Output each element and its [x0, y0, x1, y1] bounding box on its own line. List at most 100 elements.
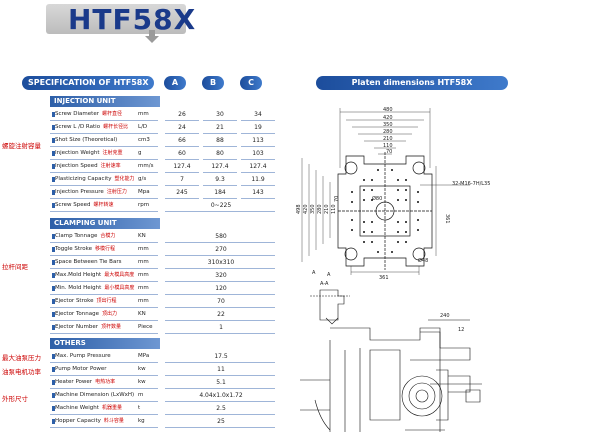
row-bullet [52, 190, 55, 195]
row-label-cn: 顶出行程 [96, 298, 117, 304]
dim-right-361: 361 [444, 214, 450, 224]
row-value-a: 60 [178, 150, 186, 157]
row-bullet [52, 325, 55, 330]
row-unit: Piece [138, 324, 153, 330]
row-value-b: 88 [216, 137, 224, 144]
row-value: 70 [217, 298, 225, 305]
row-label: Screw Speed [55, 202, 91, 208]
chevron-down-icon [145, 30, 159, 43]
dim-top-70: 70 [386, 149, 392, 155]
row-unit: MPa [138, 353, 150, 359]
row-label: Plasticizing Capacity [55, 176, 112, 182]
row-unit: KN [138, 233, 146, 239]
row-label: Ejector Tonnage [55, 311, 99, 317]
hole-label-80: Ø80 [372, 195, 382, 202]
row-unit: rpm [138, 202, 150, 208]
row-bullet [52, 203, 55, 208]
row-bullet [52, 177, 55, 182]
row-label: Machine Weight [55, 405, 99, 411]
row-unit: mm [138, 259, 149, 265]
row-value-c: 127.4 [249, 163, 267, 170]
row-unit: L/D [138, 124, 148, 130]
row-unit: mm [138, 298, 149, 304]
row-unit: Mpa [138, 189, 150, 195]
column-head-b: B [202, 76, 224, 90]
table-row: Machine Dimension (LxWxH) m 4.04x1.0x1.7… [50, 389, 275, 402]
table-row: Pump Motor Power kw 11 [50, 363, 275, 376]
row-value-a: 127.4 [173, 163, 191, 170]
page-title: HTF58X [68, 3, 197, 36]
row-value: 320 [215, 272, 227, 279]
row-value-c: 11.9 [251, 176, 265, 183]
row-label: Injection Weight [55, 150, 100, 156]
dim-top-110: 110 [383, 143, 393, 149]
row-unit: g/s [138, 176, 147, 182]
row-label-cn: 顶出力 [101, 311, 117, 317]
row-value: 4.04x1.0x1.72 [199, 392, 243, 399]
spec-header: SPECIFICATION OF HTF58X [22, 76, 154, 90]
row-label-cn: 最小模具高度 [104, 285, 135, 291]
row-value-a: 66 [178, 137, 186, 144]
row-value-b: 30 [216, 111, 224, 118]
row-unit: cm3 [138, 137, 150, 143]
row-value: 0~225 [210, 202, 232, 209]
top-dimensions [339, 108, 431, 168]
row-value: 17.5 [214, 353, 228, 360]
row-bullet [52, 299, 55, 304]
row-label: Ejector Stroke [55, 298, 94, 304]
row-label-cn: 合模力 [100, 233, 116, 239]
row-label-cn: 移模行程 [94, 246, 115, 252]
row-label-cn: 料斗容量 [103, 418, 124, 424]
row-value-b: 80 [216, 150, 224, 157]
side-label-pump-motor: 油泵电机功率 [2, 368, 41, 376]
table-row: Space Between Tie Bars mm 310x310 [50, 256, 275, 269]
label-a: A [312, 270, 316, 276]
row-bullet [52, 419, 55, 424]
row-unit: t [138, 405, 141, 411]
row-value-c: 103 [252, 150, 264, 157]
side-label-dimension: 外形尺寸 [2, 395, 28, 403]
row-unit: kw [138, 366, 146, 372]
row-unit: mm [138, 272, 149, 278]
row-label: Pump Motor Power [55, 366, 107, 372]
row-value: 1 [219, 324, 223, 331]
title-bar: HTF58X [0, 0, 600, 43]
row-bullet [52, 164, 55, 169]
row-label: Machine Dimension (LxWxH) [55, 392, 135, 398]
row-label-cn: 注射速率 [100, 163, 121, 169]
row-value-b: 184 [214, 189, 226, 196]
row-label: Max. Pump Pressure [55, 353, 111, 359]
row-bullet [52, 125, 55, 130]
row-label-cn: 机器重量 [101, 405, 122, 411]
platen-header: Platen dimensions HTF58X [316, 76, 508, 90]
row-value: 25 [217, 418, 225, 425]
dim-left-420: 420 [303, 204, 309, 214]
platen-outline [337, 152, 433, 270]
row-label: Space Between Tie Bars [55, 259, 122, 265]
row-value: 5.1 [216, 379, 226, 386]
table-row: Max. Pump Pressure MPa 17.5 [50, 350, 275, 363]
row-label: Heater Power [55, 379, 93, 385]
row-label-cn: 螺杆长径比 [103, 124, 129, 130]
row-bullet [52, 247, 55, 252]
row-bullet [52, 393, 55, 398]
thread-label: 32-M16-7H/L35 [452, 181, 490, 187]
row-label: Screw Diameter [55, 111, 99, 117]
dim-top-210: 210 [383, 136, 393, 142]
row-unit: mm [138, 111, 149, 117]
row-value: 580 [215, 233, 227, 240]
dim-top-280: 280 [383, 129, 393, 135]
side-dim-240: 240 [440, 313, 450, 319]
row-label: Injection Speed [55, 163, 98, 169]
row-label: Toggle Stroke [55, 246, 92, 252]
section-injection-unit: INJECTION UNIT [50, 96, 160, 107]
